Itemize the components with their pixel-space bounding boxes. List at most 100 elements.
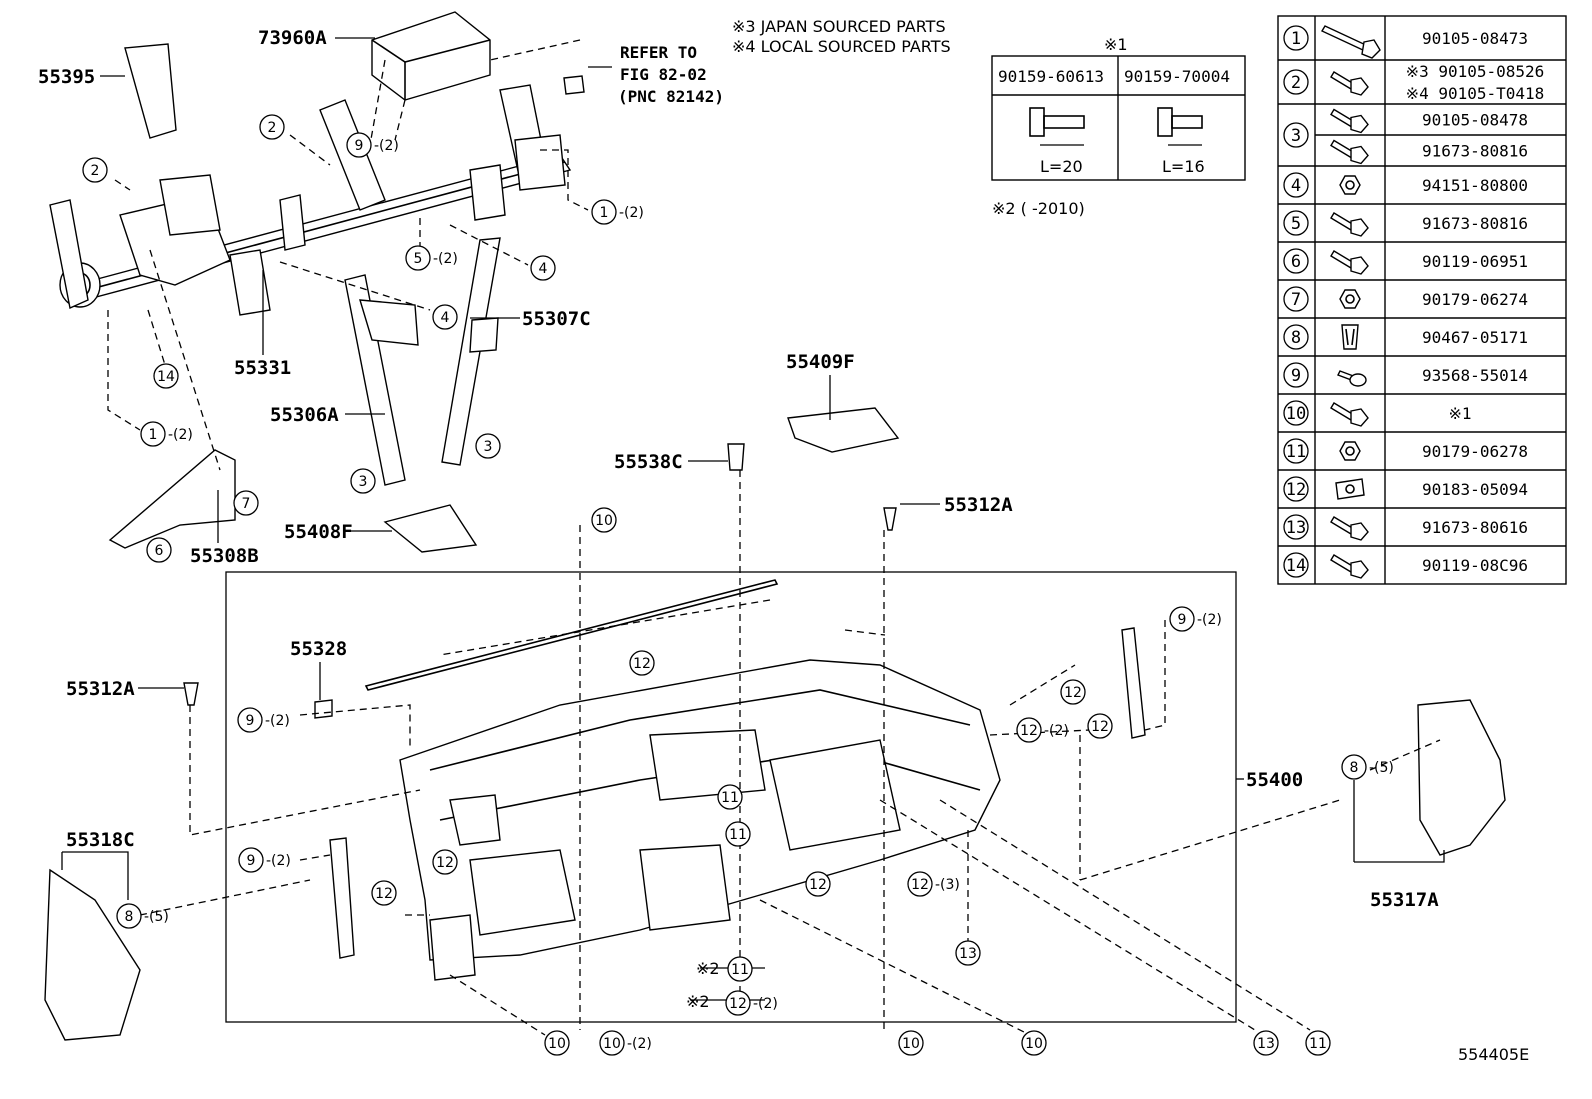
callout-circle xyxy=(544,1030,570,1056)
callout-7: 7 xyxy=(233,490,259,516)
leader-lines xyxy=(61,37,1445,1036)
callout-circle xyxy=(350,468,376,494)
note-japan-sourced: ※3 JAPAN SOURCED PARTS xyxy=(732,17,946,36)
part-number: 90119-08C96 xyxy=(1422,556,1528,575)
part-number: 94151-80800 xyxy=(1422,176,1528,195)
callout-number: 11 xyxy=(1309,1036,1327,1052)
part-number: 90105-08473 xyxy=(1422,29,1528,48)
callout-circle xyxy=(907,871,933,897)
callout-circle xyxy=(530,255,556,281)
callout-circle xyxy=(238,847,264,873)
row-number-circle xyxy=(1283,514,1309,540)
callout-number: 12 xyxy=(1064,685,1082,701)
trim-pillar xyxy=(1121,627,1146,739)
callout-number: 11 xyxy=(731,962,749,978)
callout-13: 13 xyxy=(1253,1030,1279,1056)
callout-number: 4 xyxy=(441,310,450,326)
row-number-circle xyxy=(1283,172,1309,198)
callout-labels: 73960A 55395 55331 55307C 55306A 55308B … xyxy=(38,27,1439,911)
callout-4: 4 xyxy=(530,255,556,281)
flange-bolt-icon xyxy=(1330,71,1369,96)
row-number: 1 xyxy=(1291,29,1301,49)
callout-number: 11 xyxy=(721,790,739,806)
callout-circle xyxy=(432,304,458,330)
screw-icon xyxy=(1337,370,1367,387)
callout-12: 12 xyxy=(1060,679,1086,705)
bolt-icon xyxy=(1330,212,1369,237)
bolt-part-1: 90159-60613 xyxy=(998,67,1104,86)
callout-circle xyxy=(1341,754,1367,780)
cover-55408f xyxy=(383,504,478,553)
callout-number: 13 xyxy=(1257,1036,1275,1052)
part-number: ※3 90105-08526 xyxy=(1406,62,1545,81)
row-number-circle xyxy=(1283,210,1309,236)
callout-11: 11 xyxy=(727,956,753,982)
callout-circle xyxy=(1021,1030,1047,1056)
callout-number: 10 xyxy=(548,1036,566,1052)
callout-12: 12-(2) xyxy=(725,990,778,1016)
label-55538c: 55538C xyxy=(614,451,683,473)
callout-number: 12 xyxy=(1091,719,1109,735)
cage-nut-icon xyxy=(1339,441,1361,461)
nut-icon xyxy=(1339,175,1361,195)
callout-number: 8 xyxy=(1350,760,1359,776)
bolt-icon xyxy=(1330,402,1369,427)
long-bolt-icon xyxy=(1320,25,1381,59)
bolt-icon xyxy=(1330,250,1369,275)
callout-circle xyxy=(591,199,617,225)
callout-10: 10 xyxy=(591,507,617,533)
row-number-circle xyxy=(1283,362,1309,388)
callout-circle xyxy=(371,880,397,906)
callout-12: 12 xyxy=(371,880,397,906)
label-55312a: 55312A xyxy=(66,678,135,700)
label-73960a: 73960A xyxy=(258,27,327,49)
callout-number: 5 xyxy=(414,251,423,267)
numbered-callouts: 1-(2)1-(2)2233445-(2)678-(5)8-(5)9-(2)9-… xyxy=(82,114,1394,1056)
callout-10: 10 -(2) xyxy=(599,1030,652,1056)
callout-3: 3 xyxy=(475,433,501,459)
callout-number: 12 xyxy=(1020,723,1038,739)
callout-quantity: -(2) xyxy=(627,1036,652,1052)
callout-number: 7 xyxy=(242,496,251,512)
label-55409f: 55409F xyxy=(786,351,855,373)
label-55328: 55328 xyxy=(290,638,347,660)
trim-pillar xyxy=(329,837,355,959)
part-55328 xyxy=(314,699,333,719)
part-number: 91673-80816 xyxy=(1422,142,1528,161)
note-refer-line1: REFER TO xyxy=(620,43,697,62)
callout-number: 12 xyxy=(809,877,827,893)
part-number: 91673-80816 xyxy=(1422,214,1528,233)
callout-2: 2 xyxy=(259,114,285,140)
callout-number: 10 xyxy=(603,1036,621,1052)
callout-circle xyxy=(629,650,655,676)
instrument-panel-55400 xyxy=(364,579,1001,981)
prefix-mark: ※2 xyxy=(696,959,720,978)
callout-number: 12 xyxy=(436,855,454,871)
callout-number: 14 xyxy=(157,369,175,385)
spring-nut-icon xyxy=(1335,478,1365,500)
callout-12: 12-(3) xyxy=(907,871,960,897)
callout-circle xyxy=(591,507,617,533)
bolt-length-1: L=20 xyxy=(1040,157,1083,176)
bolt-icon xyxy=(1330,554,1369,579)
callout-circle xyxy=(717,784,743,810)
callout-6: 6 xyxy=(146,537,172,563)
callout-quantity: -(5) xyxy=(144,909,169,925)
label-55308b: 55308B xyxy=(190,545,259,567)
note-local-sourced: ※4 LOCAL SOURCED PARTS xyxy=(732,37,951,56)
row-number: 13 xyxy=(1286,518,1306,538)
callout-number: 11 xyxy=(729,827,747,843)
callout-10: 10 xyxy=(544,1030,570,1056)
row-number-circle xyxy=(1283,25,1309,51)
callout-14: 14 xyxy=(153,363,179,389)
callout-number: 1 xyxy=(149,427,158,443)
callout-10: 10 xyxy=(898,1030,924,1056)
callout-circle xyxy=(259,114,285,140)
